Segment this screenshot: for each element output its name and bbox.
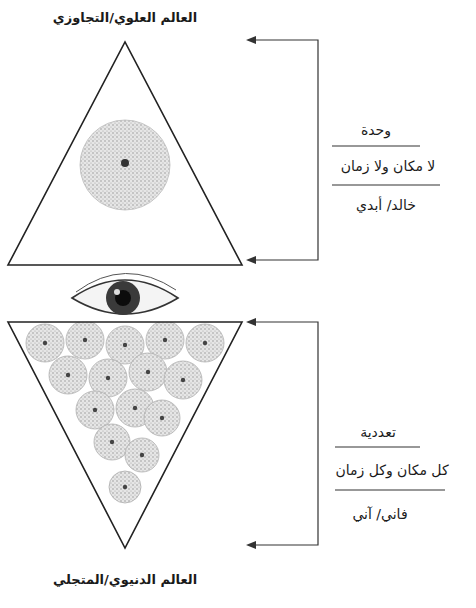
text-label: كل مكان وكل زمان xyxy=(333,462,450,479)
world-triangle: العالم العلوي/التجاوزي xyxy=(8,42,242,265)
text-label: العالم العلوي/التجاوزي xyxy=(51,10,199,26)
triangle-outline xyxy=(8,322,242,548)
text-label: العالم الدنيوي/المتجلي xyxy=(51,572,199,588)
text-label: فاني/ آني xyxy=(350,506,409,523)
world-triangle: العالم الدنيوي/المتجلي xyxy=(8,322,242,548)
text-label: وحدة xyxy=(359,122,393,139)
multiplicity-circles xyxy=(26,321,224,503)
triangle-outline xyxy=(8,42,242,265)
text-label: لا مكان ولا زمان xyxy=(339,158,438,175)
text-label: خالد/ أبدي xyxy=(354,197,418,214)
text-label: تعددية xyxy=(358,424,398,441)
unity-circle xyxy=(80,120,170,210)
eye xyxy=(72,273,178,315)
bracket xyxy=(252,322,445,545)
bracket xyxy=(252,40,440,260)
